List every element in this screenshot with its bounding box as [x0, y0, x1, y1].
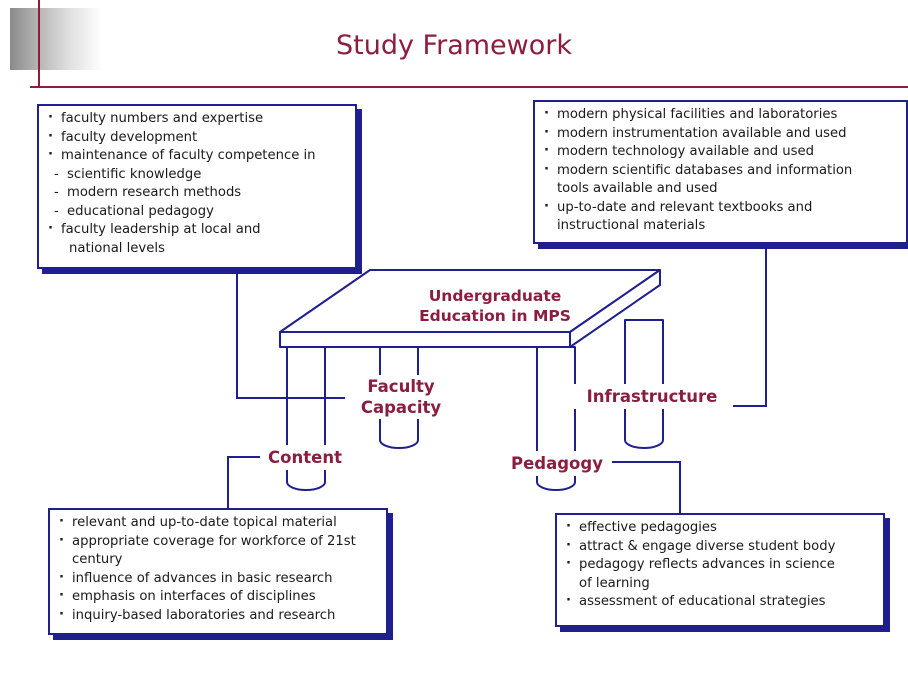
list-item: scientific knowledge	[47, 166, 349, 185]
leg-label-pedagogy: Pedagogy	[505, 451, 609, 476]
leg-label-faculty-capacity-line1: Faculty	[367, 377, 435, 396]
table-top-label-line2: Education in MPS	[419, 307, 571, 325]
list-item: modern instrumentation available and use…	[543, 124, 900, 144]
infrastructure-list: modern physical facilities and laborator…	[535, 102, 906, 239]
table-top-side-edge	[569, 269, 661, 348]
list-item: modern technology available and used	[543, 142, 900, 162]
list-item: appropriate coverage for workforce of 21…	[58, 532, 380, 552]
list-item: relevant and up-to-date topical material	[58, 513, 380, 533]
list-item: modern research methods	[47, 184, 349, 203]
infrastructure-box: modern physical facilities and laborator…	[533, 100, 908, 244]
faculty-box: faculty numbers and expertisefaculty dev…	[37, 104, 357, 269]
list-item: of learning	[579, 575, 650, 591]
content-list: relevant and up-to-date topical material…	[50, 510, 386, 628]
list-item: influence of advances in basic research	[58, 569, 380, 589]
leg-label-faculty-capacity: Faculty Capacity	[346, 375, 456, 419]
list-item: educational pedagogy	[47, 203, 349, 222]
list-item: up-to-date and relevant textbooks and	[543, 198, 900, 218]
table-top-label-line1: Undergraduate	[428, 287, 562, 305]
connector-faculty	[236, 270, 345, 399]
content-box: relevant and up-to-date topical material…	[48, 508, 388, 635]
list-item: emphasis on interfaces of disciplines	[58, 587, 380, 607]
table-leg-back-right	[624, 319, 664, 449]
list-item: maintenance of faculty competence in	[47, 146, 349, 166]
connector-pedagogy	[612, 461, 681, 515]
list-item: tools available and used	[557, 181, 718, 196]
leg-label-infrastructure: Infrastructure	[572, 384, 732, 409]
connector-infrastructure	[733, 244, 767, 407]
faculty-list: faculty numbers and expertisefaculty dev…	[39, 106, 355, 261]
header-vertical-rule	[38, 0, 40, 88]
connector-content	[227, 456, 262, 510]
list-item: faculty numbers and expertise	[47, 109, 349, 129]
list-item: national levels	[69, 240, 165, 256]
list-item: effective pedagogies	[565, 518, 877, 538]
list-item: faculty leadership at local and	[47, 220, 349, 240]
list-item: modern scientific databases and informat…	[543, 161, 900, 181]
list-item: pedagogy reflects advances in science	[565, 555, 877, 575]
leg-label-content: Content	[260, 445, 350, 470]
list-item: inquiry-based laboratories and research	[58, 606, 380, 626]
list-item: modern physical facilities and laborator…	[543, 105, 900, 125]
slide-title: Study Framework	[336, 30, 572, 61]
pedagogy-list: effective pedagogiesattract & engage div…	[557, 515, 883, 615]
header-horizontal-rule	[30, 86, 908, 88]
list-item: instructional materials	[557, 218, 706, 233]
list-item: attract & engage diverse student body	[565, 537, 877, 557]
list-item: assessment of educational strategies	[565, 592, 877, 612]
header-gradient-bar	[10, 8, 102, 70]
list-item: century	[72, 552, 123, 567]
table-top-label: Undergraduate Education in MPS	[390, 286, 600, 326]
pedagogy-box: effective pedagogiesattract & engage div…	[555, 513, 885, 627]
table-top-front-edge	[279, 331, 571, 348]
list-item: faculty development	[47, 128, 349, 148]
leg-label-faculty-capacity-line2: Capacity	[360, 398, 442, 417]
